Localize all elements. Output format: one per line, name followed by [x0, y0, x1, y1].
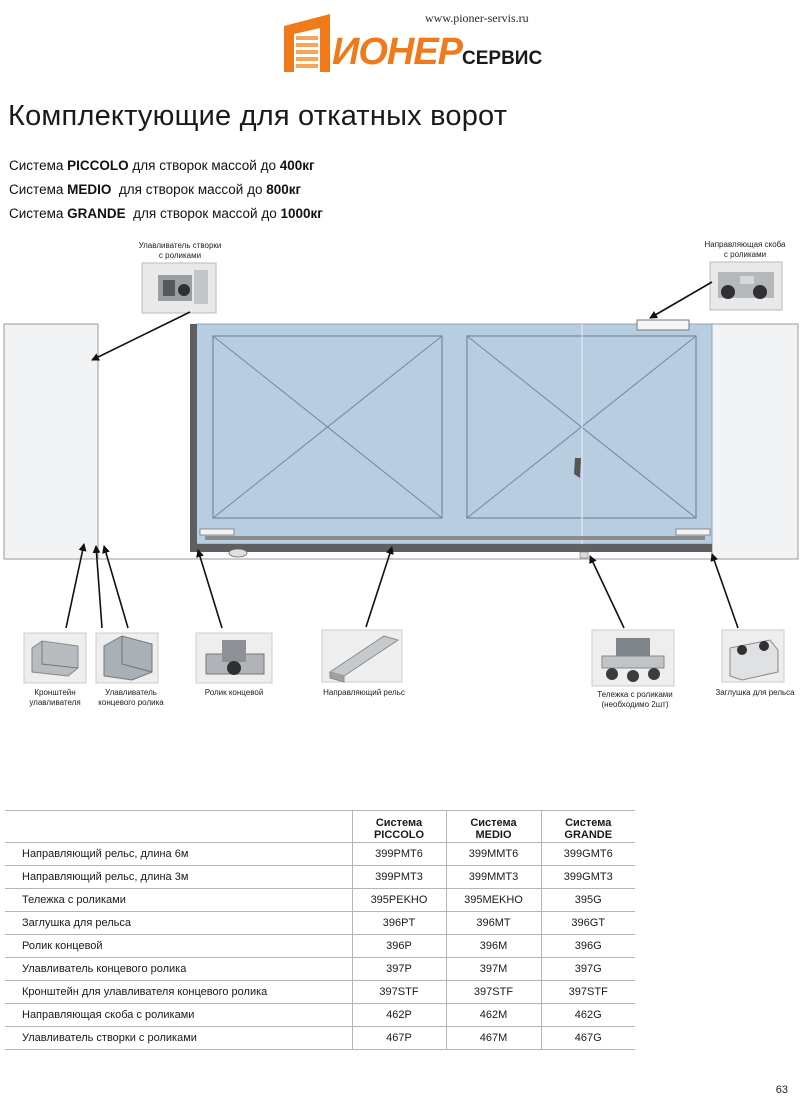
system-prefix: Система — [9, 182, 68, 197]
table-header-row: Система PICCOLO Система MEDIO Система GR… — [5, 810, 635, 843]
table-cell-code: 462M — [445, 1003, 541, 1027]
table-cell-code: 467P — [351, 1026, 446, 1050]
table-row: Кронштейн для улавливателя концевого рол… — [5, 980, 635, 1004]
table-cell-code: 396PT — [351, 911, 446, 935]
table-cell-code: 397STF — [540, 980, 635, 1004]
table-cell-code: 396G — [540, 934, 635, 958]
gate-diagram — [3, 261, 799, 687]
left-post — [3, 323, 99, 560]
logo-sub-text: СЕРВИС — [462, 48, 543, 69]
table-cell-name: Направляющая скоба с роликами — [22, 1009, 195, 1021]
system-line-piccolo: Система PICCOLO для створок массой до 40… — [9, 158, 315, 173]
trolley-image — [591, 629, 675, 687]
table-cell-name: Заглушка для рельса — [22, 917, 131, 929]
system-line-grande: Система GRANDE для створок массой до 100… — [9, 206, 323, 221]
table-header-cell — [5, 811, 352, 843]
table-cell-code: 395G — [540, 888, 635, 912]
table-header-piccolo: Система PICCOLO — [351, 810, 446, 843]
table-cell-code: 397STF — [351, 980, 446, 1004]
table-cell-name: Ролик концевой — [22, 940, 103, 952]
system-name: GRANDE — [67, 206, 126, 221]
logo-main-text: ИОНЕР — [332, 31, 463, 73]
label-guide-rail: Направляющий рельс — [323, 688, 405, 697]
system-desc: для створок массой до — [128, 158, 280, 173]
table-cell-name: Направляющий рельс, длина 6м — [22, 848, 189, 860]
catcher-with-rollers-image — [141, 262, 217, 314]
table-cell-code: 396P — [351, 934, 446, 958]
table-cell-code: 395MEKHO — [445, 888, 541, 912]
gate-leaf — [195, 323, 713, 545]
gate-bottom-beam — [190, 544, 712, 552]
table-cell-code: 396MT — [445, 911, 541, 935]
guide-bracket — [636, 319, 690, 331]
parts-table: Система PICCOLO Система MEDIO Система GR… — [5, 810, 635, 1050]
table-cell-code: 397STF — [445, 980, 541, 1004]
table-cell-code: 399PMT3 — [351, 865, 446, 889]
end-roller-catcher-image — [95, 632, 159, 684]
table-cell-code: 399MMT6 — [445, 842, 541, 866]
table-cell-code: 462G — [540, 1003, 635, 1027]
table-cell-name: Кронштейн для улавливателя концевого рол… — [22, 986, 268, 998]
label-trolley: Тележка с роликами (необходимо 2шт) — [597, 690, 673, 709]
company-logo: ИОНЕР СЕРВИС — [280, 12, 565, 74]
site-url: www.pioner-servis.ru — [425, 11, 529, 25]
table-cell-code: 399PMT6 — [351, 842, 446, 866]
table-cell-name: Улавливатель концевого ролика — [22, 963, 187, 975]
logo-mark-icon — [284, 14, 330, 72]
table-header-grande: Система GRANDE — [540, 810, 635, 843]
system-name: MEDIO — [67, 182, 112, 197]
table-cell-code: 395PEKHO — [351, 888, 446, 912]
label-bracket: Кронштейн улавливателя — [29, 688, 81, 707]
table-cell-code: 462P — [351, 1003, 446, 1027]
page-title: Комплектующие для откатных ворот — [8, 100, 508, 132]
system-prefix: Система — [9, 206, 68, 221]
system-desc: для створок массой до — [125, 206, 281, 221]
table-cell-name: Направляющий рельс, длина 3м — [22, 871, 189, 883]
system-line-medio: Система MEDIO для створок массой до 800к… — [9, 182, 301, 197]
system-weight: 800кг — [266, 182, 302, 197]
label-rail-end-cap: Заглушка для рельса — [715, 688, 795, 697]
label-catcher-with-rollers: Улавливатель створки с роликами — [138, 241, 222, 260]
table-header-medio: Система MEDIO — [445, 810, 541, 843]
table-cell-name: Улавливатель створки с роликами — [22, 1032, 197, 1044]
gate-frame-post — [190, 324, 197, 552]
label-guide-bracket: Направляющая скоба с роликами — [704, 240, 786, 259]
table-cell-code: 396GT — [540, 911, 635, 935]
table-cell-code: 396M — [445, 934, 541, 958]
guide-rail-image — [321, 629, 403, 683]
table-cell-code: 397M — [445, 957, 541, 981]
end-roller-image — [195, 632, 273, 684]
page-number: 63 — [775, 1084, 788, 1096]
system-name: PICCOLO — [67, 158, 129, 173]
table-cell-code: 399GMT6 — [540, 842, 635, 866]
table-cell-code: 399MMT3 — [445, 865, 541, 889]
system-prefix: Система — [9, 158, 68, 173]
table-cell-name: Тележка с роликами — [22, 894, 126, 906]
table-cell-code: 397P — [351, 957, 446, 981]
label-end-roller: Ролик концевой — [204, 688, 264, 697]
system-desc: для створок массой до — [111, 182, 267, 197]
gate-handle — [574, 458, 581, 478]
bracket-image — [23, 632, 87, 684]
label-end-roller-catcher: Улавливатель концевого ролика — [98, 688, 164, 707]
table-cell-code: 467G — [540, 1026, 635, 1050]
guide-bracket-image — [709, 261, 783, 311]
right-post — [711, 323, 799, 560]
table-cell-code: 467M — [445, 1026, 541, 1050]
system-weight: 1000кг — [280, 206, 323, 221]
rail-end-cap-image — [721, 629, 785, 683]
table-cell-code: 397G — [540, 957, 635, 981]
system-weight: 400кг — [279, 158, 315, 173]
table-cell-code: 399GMT3 — [540, 865, 635, 889]
